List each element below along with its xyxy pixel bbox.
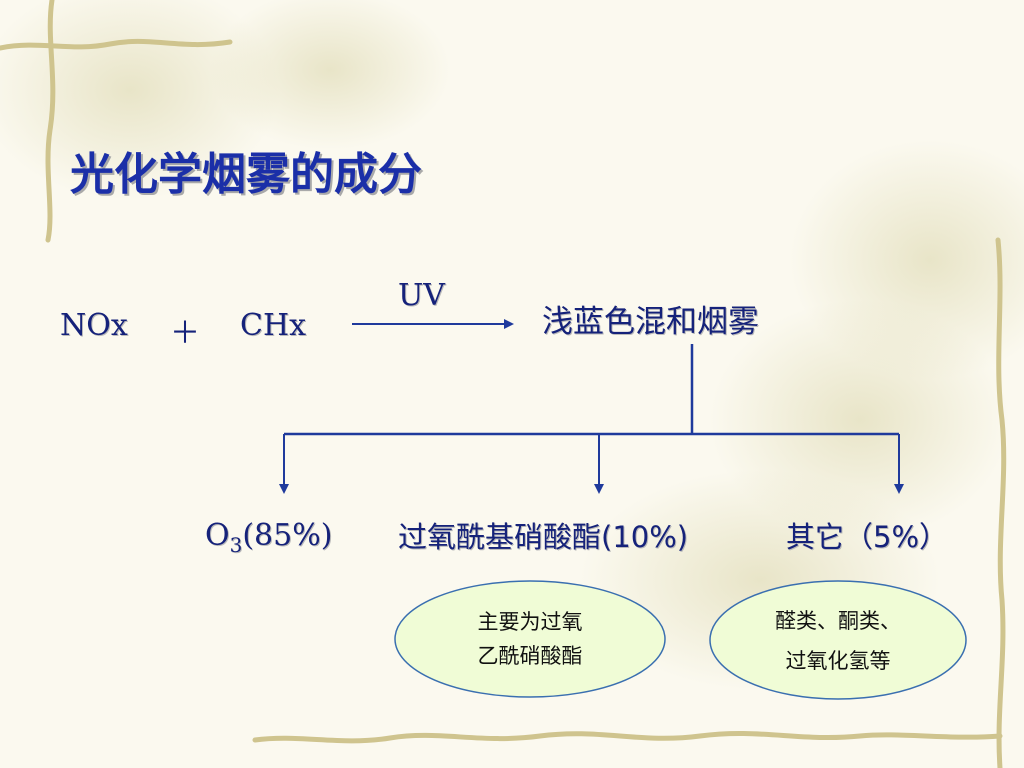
note-ellipse-pan [394,580,666,698]
plus-sign: ＋ [170,316,200,351]
product-smog: 浅蓝色混和烟雾 [542,304,759,340]
note-pan-line1: 主要为过氧 [477,610,583,634]
component-o3: O3(85%) [205,518,332,557]
slide-title: 光化学烟雾的成分 [70,149,422,200]
reactant-chx: CHx [240,308,307,343]
note-other-line1: 醛类、酮类、 [775,609,901,633]
vine-decoration [252,730,1003,744]
note-ellipse-other [709,580,967,700]
note-other: 醛类、酮类、 过氧化氢等 [730,596,946,686]
note-other-line2: 过氧化氢等 [785,649,891,673]
component-o3-subscript: 3 [229,533,243,557]
reactant-nox: NOx [60,308,128,343]
vine-decoration [45,0,56,243]
flower-motif [0,0,280,200]
note-pan-line2: 乙酰硝酸酯 [477,644,583,668]
flower-motif [210,0,450,150]
component-o3-percent: (85%) [242,518,333,553]
component-pan: 过氧酰基硝酸酯(10%) [398,520,689,554]
note-pan: 主要为过氧 乙酰硝酸酯 [420,596,640,682]
vine-decoration [0,38,233,51]
component-other: 其它（5%） [786,520,949,554]
vine-decoration [995,237,1007,768]
component-o3-name: O [205,518,230,553]
uv-condition: UV [398,278,445,313]
